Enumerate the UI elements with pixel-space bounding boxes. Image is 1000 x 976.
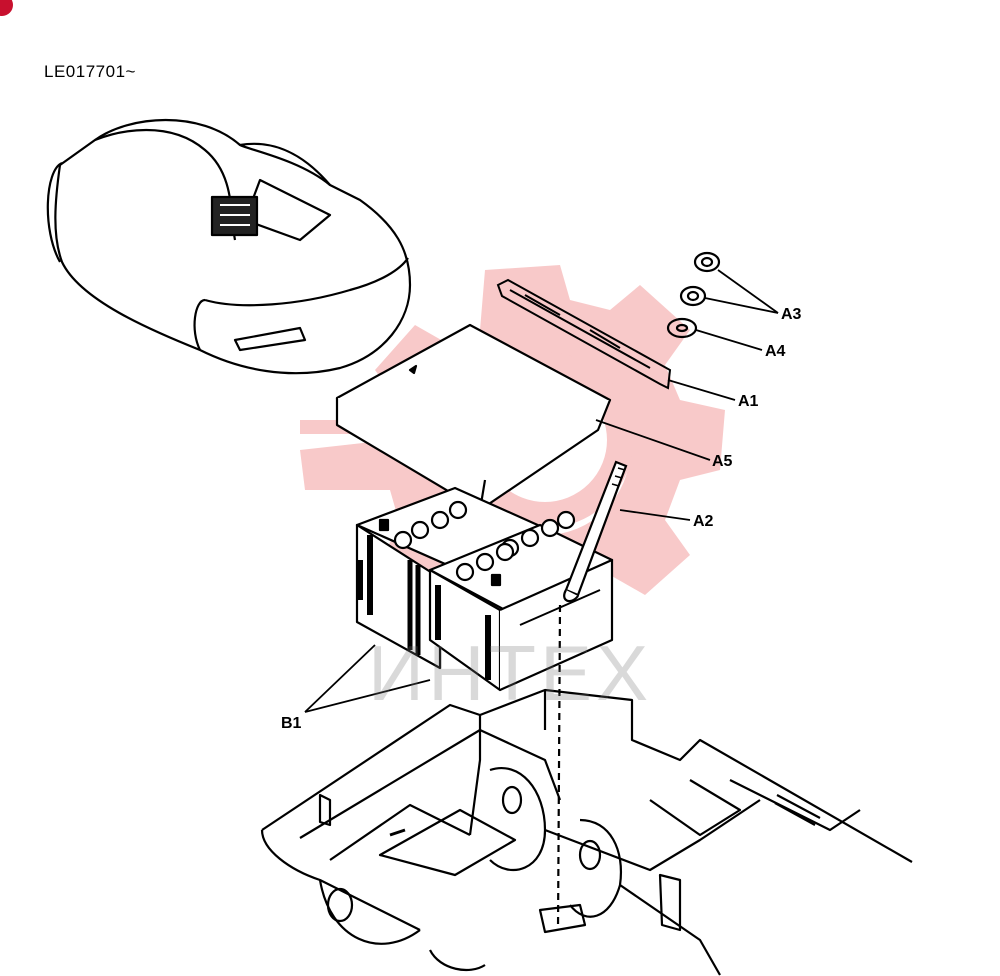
callout-b1: B1 — [281, 715, 302, 732]
machine-frame — [260, 688, 913, 976]
callout-a5: A5 — [712, 453, 733, 470]
engine-cover-illustration — [46, 119, 412, 375]
batteries-b1 — [355, 486, 614, 692]
callout-a1: A1 — [738, 393, 759, 410]
leader-lines — [304, 269, 779, 713]
nuts-a3 — [679, 251, 721, 307]
serial-range-label: LE017701~ — [44, 62, 136, 81]
battery-cover-a5 — [335, 323, 612, 512]
callout-a3: A3 — [781, 306, 802, 323]
hold-down-bar-a1 — [496, 278, 672, 390]
watermark-text: ИНТЕХ — [368, 629, 653, 717]
corner-marker — [0, 0, 13, 16]
callout-a2: A2 — [693, 513, 714, 530]
washer-a4 — [666, 317, 698, 339]
rod-a2 — [556, 460, 628, 931]
callout-a4: A4 — [765, 343, 786, 360]
